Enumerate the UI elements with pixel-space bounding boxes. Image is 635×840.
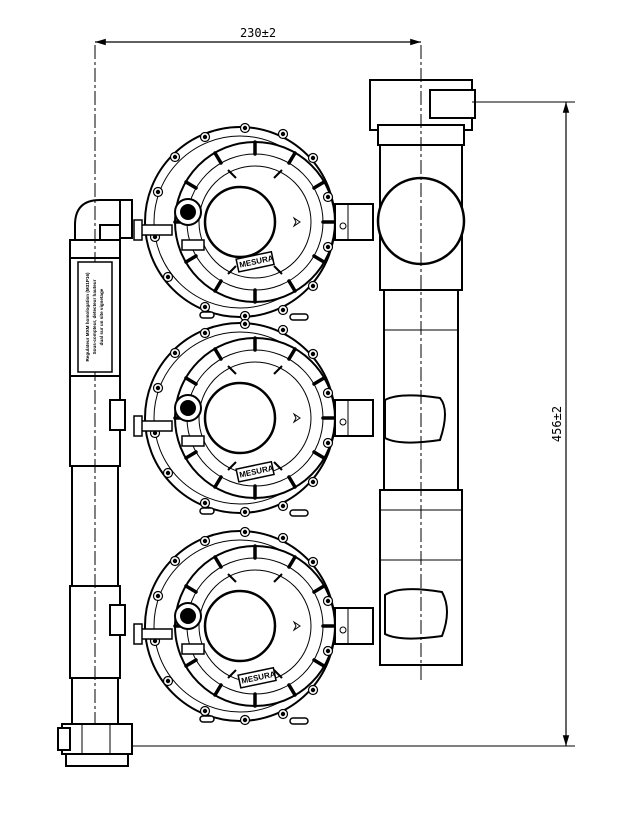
width-dimension: 230±2: [95, 26, 421, 46]
pipe-label-line-3: dual sur un site vignetage: [99, 288, 104, 345]
brand-plate-bottom: MESURA: [237, 666, 277, 689]
meter-unit-bottom: [132, 525, 375, 727]
pipe-label-line-2: Sous-compteur, detecteur hauteur: [92, 279, 97, 354]
pipe-label: Regulateur MXM homologation (M31P16) Sou…: [77, 261, 113, 373]
brand-plate-middle: MESURA: [235, 460, 275, 483]
pipe-label-line-1: Regulateur MXM homologation (M31P16): [85, 272, 90, 362]
height-dimension-label: 456±2: [550, 406, 564, 442]
width-dimension-label: 230±2: [240, 26, 276, 40]
meter-unit-top: [132, 121, 375, 323]
right-manifold: [369, 79, 476, 666]
inlet-fitting: [57, 723, 133, 767]
meter-unit-middle: [132, 317, 375, 519]
brand-plate-top: MESURA: [235, 250, 275, 273]
height-dimension: 456±2: [132, 101, 575, 747]
